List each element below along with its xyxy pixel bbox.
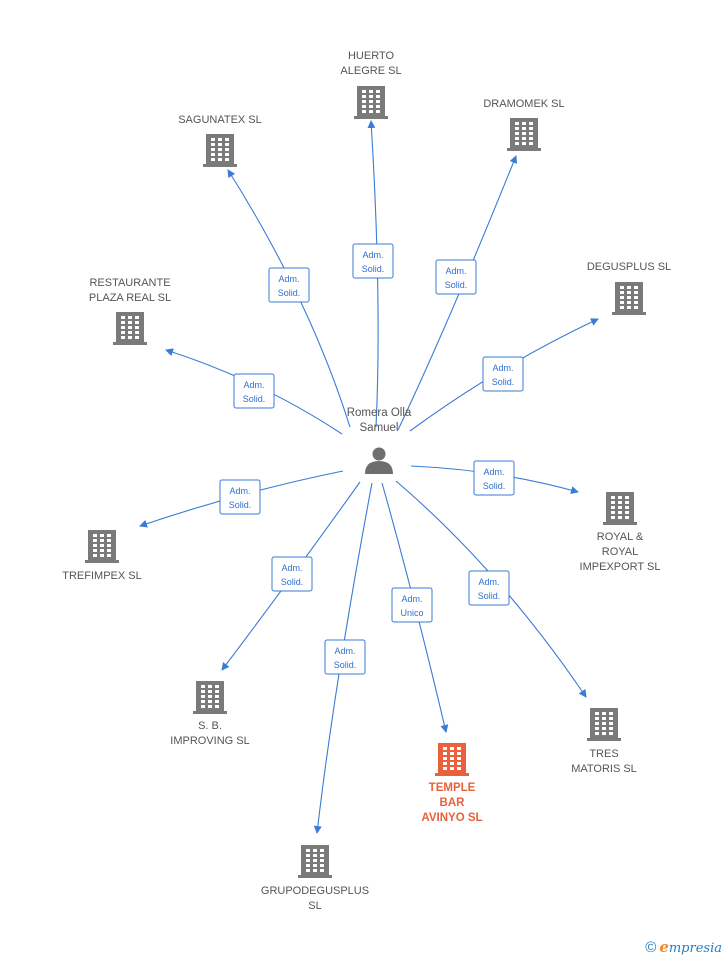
company-name-huerto: HUERTO [348,50,394,62]
building-icon [298,845,332,878]
building-icon [193,681,227,714]
company-node-grupodegusplus[interactable]: GRUPODEGUSPLUS SL [261,845,369,912]
role-text: Adm. [401,594,422,604]
company-name-royal: IMPEXPORT SL [580,561,661,573]
company-name-tresmatoris: TRES [589,748,618,760]
role-label-degusplus: Adm. Solid. [482,356,524,392]
role-text: Adm. [362,250,383,260]
role-text: Adm. [492,363,513,373]
role-text: Adm. [483,467,504,477]
company-node-dramomek[interactable]: DRAMOMEK SL [483,98,565,151]
building-icon [85,530,119,563]
role-label-sbimproving: Adm. Solid. [271,556,313,592]
company-name-sagunatex: SAGUNATEX SL [178,114,262,126]
edges-layer: Adm. Solid. Adm. Solid. Adm. Solid. Adm. Solid.… [139,120,599,834]
company-name-restaurante: RESTAURANTE [89,277,170,289]
center-person-name: Romera Olla [347,407,412,419]
role-text: Solid. [445,280,468,290]
company-name-dramomek: DRAMOMEK SL [483,98,564,110]
company-name-temple: TEMPLE [429,782,476,794]
company-name-huerto: ALEGRE SL [340,65,401,77]
role-label-grupodegusplus: Adm. Solid. [324,639,366,675]
role-text: Adm. [278,274,299,284]
role-text: Solid. [492,377,515,387]
company-node-tresmatoris[interactable]: TRES MATORIS SL [571,708,637,775]
role-label-restaurante: Adm. Solid. [233,373,275,409]
role-text: Solid. [483,481,506,491]
role-label-dramomek: Adm. Solid. [435,259,477,295]
role-text: Solid. [334,660,357,670]
brand-logo: empresia [659,938,722,956]
company-name-royal: ROYAL & [597,531,644,543]
role-label-huerto: Adm. Solid. [352,243,394,279]
company-name-temple: BAR [440,797,466,809]
company-node-sagunatex[interactable]: SAGUNATEX SL [178,114,262,167]
company-name-royal: ROYAL [602,546,638,558]
company-name-sbimproving: S. B. [198,720,222,732]
role-text: Adm. [478,577,499,587]
company-name-trefimpex: TREFIMPEX SL [62,570,141,582]
company-name-grupodegusplus: GRUPODEGUSPLUS [261,885,369,897]
brand-text: mpresia [668,941,722,956]
edge-dramomek [397,155,518,431]
person-icon [365,447,393,474]
edge-huerto [367,120,379,428]
company-node-sbimproving[interactable]: S. B. IMPROVING SL [170,681,250,747]
center-person-name: Samuel [360,422,399,434]
building-icon [507,118,541,151]
role-text: Solid. [278,288,301,298]
company-node-trefimpex[interactable]: TREFIMPEX SL [62,530,142,582]
company-name-temple: AVINYO SL [421,812,482,824]
company-node-temple[interactable]: TEMPLE BAR AVINYO SL [421,743,483,824]
building-icon [587,708,621,741]
brand-initial: e [659,938,669,956]
role-text: Adm. [243,380,264,390]
building-icon [113,312,147,345]
building-icon [354,86,388,119]
role-text: Unico [400,608,423,618]
company-node-royal[interactable]: ROYAL & ROYAL IMPEXPORT SL [580,492,661,573]
role-label-tresmatoris: Adm. Solid. [468,570,510,606]
company-name-tresmatoris: MATORIS SL [571,763,637,775]
role-label-temple: Adm. Unico [391,587,433,623]
footer-brand[interactable]: © empresia [645,938,722,956]
role-text: Solid. [229,500,252,510]
copyright-symbol: © [645,938,657,956]
company-name-restaurante: PLAZA REAL SL [89,292,171,304]
company-node-degusplus[interactable]: DEGUSPLUS SL [587,261,671,315]
role-label-royal: Adm. Solid. [473,460,515,496]
company-name-degusplus: DEGUSPLUS SL [587,261,671,273]
role-text: Adm. [445,266,466,276]
role-text: Solid. [281,577,304,587]
company-node-restaurante[interactable]: RESTAURANTE PLAZA REAL SL [89,277,171,345]
building-icon [603,492,637,525]
role-text: Adm. [229,486,250,496]
building-icon [203,134,237,167]
role-text: Adm. [334,646,355,656]
role-text: Solid. [243,394,266,404]
role-label-sagunatex: Adm. Solid. [268,267,310,303]
role-text: Solid. [478,591,501,601]
building-icon [435,743,469,776]
company-name-sbimproving: IMPROVING SL [170,735,249,747]
role-label-trefimpex: Adm. Solid. [219,479,261,515]
company-name-grupodegusplus: SL [308,900,321,912]
role-text: Solid. [362,264,385,274]
building-icon [612,282,646,315]
role-text: Adm. [281,563,302,573]
company-node-huerto[interactable]: HUERTO ALEGRE SL [340,50,402,119]
